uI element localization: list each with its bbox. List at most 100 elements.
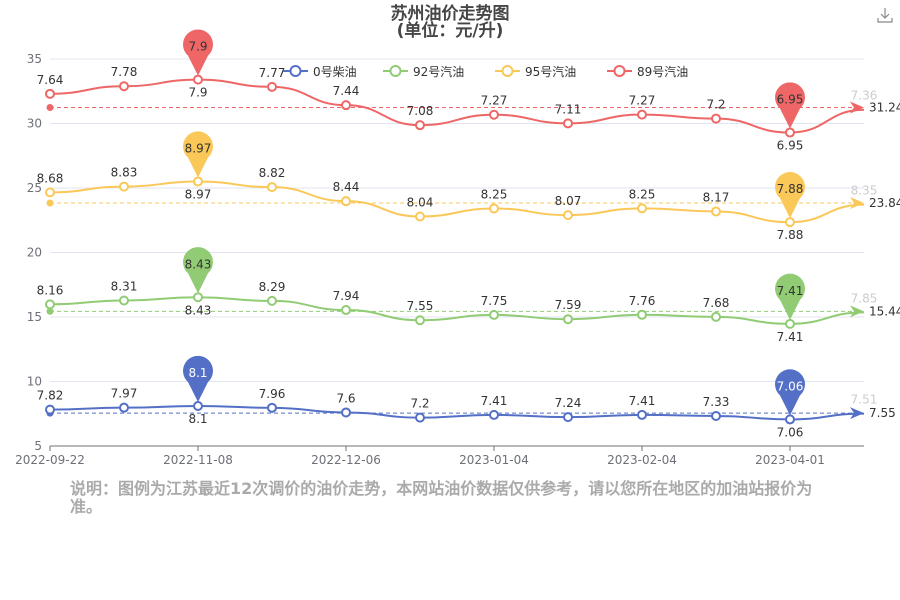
max-pin xyxy=(183,131,213,178)
data-label: 8.1 xyxy=(188,412,207,426)
x-tick-label: 2022-12-06 xyxy=(311,453,381,467)
data-label: 7.64 xyxy=(37,73,64,87)
data-point xyxy=(193,74,203,85)
data-point xyxy=(193,292,203,303)
average-line-arrow xyxy=(850,305,864,318)
data-point xyxy=(193,176,203,187)
min-pin-label: 6.95 xyxy=(777,93,804,107)
data-label: 7.75 xyxy=(481,294,508,308)
data-point xyxy=(563,210,573,221)
data-label: 7.51 xyxy=(851,393,878,407)
data-label: 8.83 xyxy=(111,166,138,180)
data-point xyxy=(45,187,55,198)
min-pin xyxy=(775,82,806,129)
data-point xyxy=(119,181,129,192)
min-pin xyxy=(775,172,806,219)
data-point xyxy=(415,211,425,222)
min-pin-label: 7.41 xyxy=(777,284,804,298)
data-point xyxy=(341,305,351,316)
max-pin xyxy=(183,29,213,76)
data-label: 7.55 xyxy=(407,299,434,313)
legend-marker xyxy=(289,65,302,77)
data-point xyxy=(267,295,277,306)
data-point xyxy=(267,402,277,413)
data-label: 8.44 xyxy=(333,180,360,194)
data-point xyxy=(489,109,499,120)
data-point xyxy=(563,314,573,325)
data-point xyxy=(711,410,721,421)
data-label: 7.85 xyxy=(851,291,878,305)
max-pin-label: 8.97 xyxy=(185,142,212,156)
min-pin xyxy=(775,273,806,320)
chart-note: 说明：图例为江苏最近12次调价的油价走势，本网站油价数据仅供参考，请以您所在地区… xyxy=(70,479,813,516)
legend-item-1[interactable]: 92号汽油 xyxy=(413,64,464,79)
data-point xyxy=(119,295,129,306)
data-label: 7.2 xyxy=(410,397,429,411)
data-label: 8.43 xyxy=(185,303,212,317)
legend-item-0[interactable]: 0号柴油 xyxy=(313,65,357,79)
data-label: 7.82 xyxy=(37,389,64,403)
data-point xyxy=(785,318,795,329)
data-label: 8.29 xyxy=(259,280,286,294)
data-point xyxy=(785,127,795,138)
x-tick-label: 2023-01-04 xyxy=(459,453,529,467)
data-point xyxy=(267,81,277,92)
average-line-arrow xyxy=(850,196,864,209)
data-label: 7.94 xyxy=(333,289,360,303)
legend-marker xyxy=(501,65,514,77)
max-pin-label: 8.1 xyxy=(188,366,207,380)
legend-item-2[interactable]: 95号汽油 xyxy=(525,64,576,79)
data-label: 7.08 xyxy=(407,104,434,118)
average-line-label: 23.84 xyxy=(869,196,900,210)
data-point xyxy=(415,315,425,326)
data-label: 7.41 xyxy=(629,394,656,408)
legend-marker xyxy=(389,65,402,77)
data-label: 7.06 xyxy=(777,425,804,439)
data-label: 7.2 xyxy=(706,98,725,112)
average-line-start xyxy=(46,199,54,207)
data-label: 7.78 xyxy=(111,65,138,79)
average-line-start xyxy=(46,104,54,112)
data-label: 7.11 xyxy=(555,102,582,116)
legend-item-3[interactable]: 89号汽油 xyxy=(637,64,688,79)
data-point xyxy=(45,404,55,415)
data-point xyxy=(415,412,425,423)
x-tick-label: 2022-11-08 xyxy=(163,453,233,467)
data-label: 8.25 xyxy=(629,187,656,201)
y-tick-label: 10 xyxy=(27,375,42,389)
data-label: 6.95 xyxy=(777,139,804,153)
y-tick-label: 35 xyxy=(27,52,42,66)
data-label: 8.35 xyxy=(851,184,878,198)
average-line-start xyxy=(46,307,54,315)
x-tick-label: 2023-02-04 xyxy=(607,453,677,467)
data-point xyxy=(637,309,647,320)
x-tick-label: 2022-09-22 xyxy=(15,453,85,467)
average-line-label: 7.55 xyxy=(869,406,896,420)
data-point xyxy=(267,182,277,193)
data-label: 7.96 xyxy=(259,387,286,401)
data-label: 7.41 xyxy=(481,394,508,408)
average-line-label: 31.24 xyxy=(869,101,900,115)
min-pin-label: 7.88 xyxy=(777,182,804,196)
y-tick-label: 15 xyxy=(27,310,42,324)
average-line-arrow xyxy=(850,407,864,420)
series-line-1 xyxy=(49,296,865,325)
data-point xyxy=(341,100,351,111)
data-label: 7.44 xyxy=(333,84,360,98)
data-label: 7.68 xyxy=(703,296,730,310)
min-pin xyxy=(775,369,806,416)
data-point xyxy=(637,109,647,120)
data-label: 7.6 xyxy=(336,391,355,405)
average-line-label: 15.44 xyxy=(869,304,900,318)
data-point xyxy=(341,407,351,418)
y-tick-label: 25 xyxy=(27,181,42,195)
data-label: 8.04 xyxy=(407,196,434,210)
data-label: 7.97 xyxy=(111,387,138,401)
data-point xyxy=(785,217,795,228)
max-pin-label: 8.43 xyxy=(185,257,212,271)
data-label: 8.31 xyxy=(111,279,138,293)
chart-title: 苏州油价走势图 xyxy=(390,4,510,24)
data-label: 8.07 xyxy=(555,194,582,208)
download-icon[interactable] xyxy=(876,6,894,24)
